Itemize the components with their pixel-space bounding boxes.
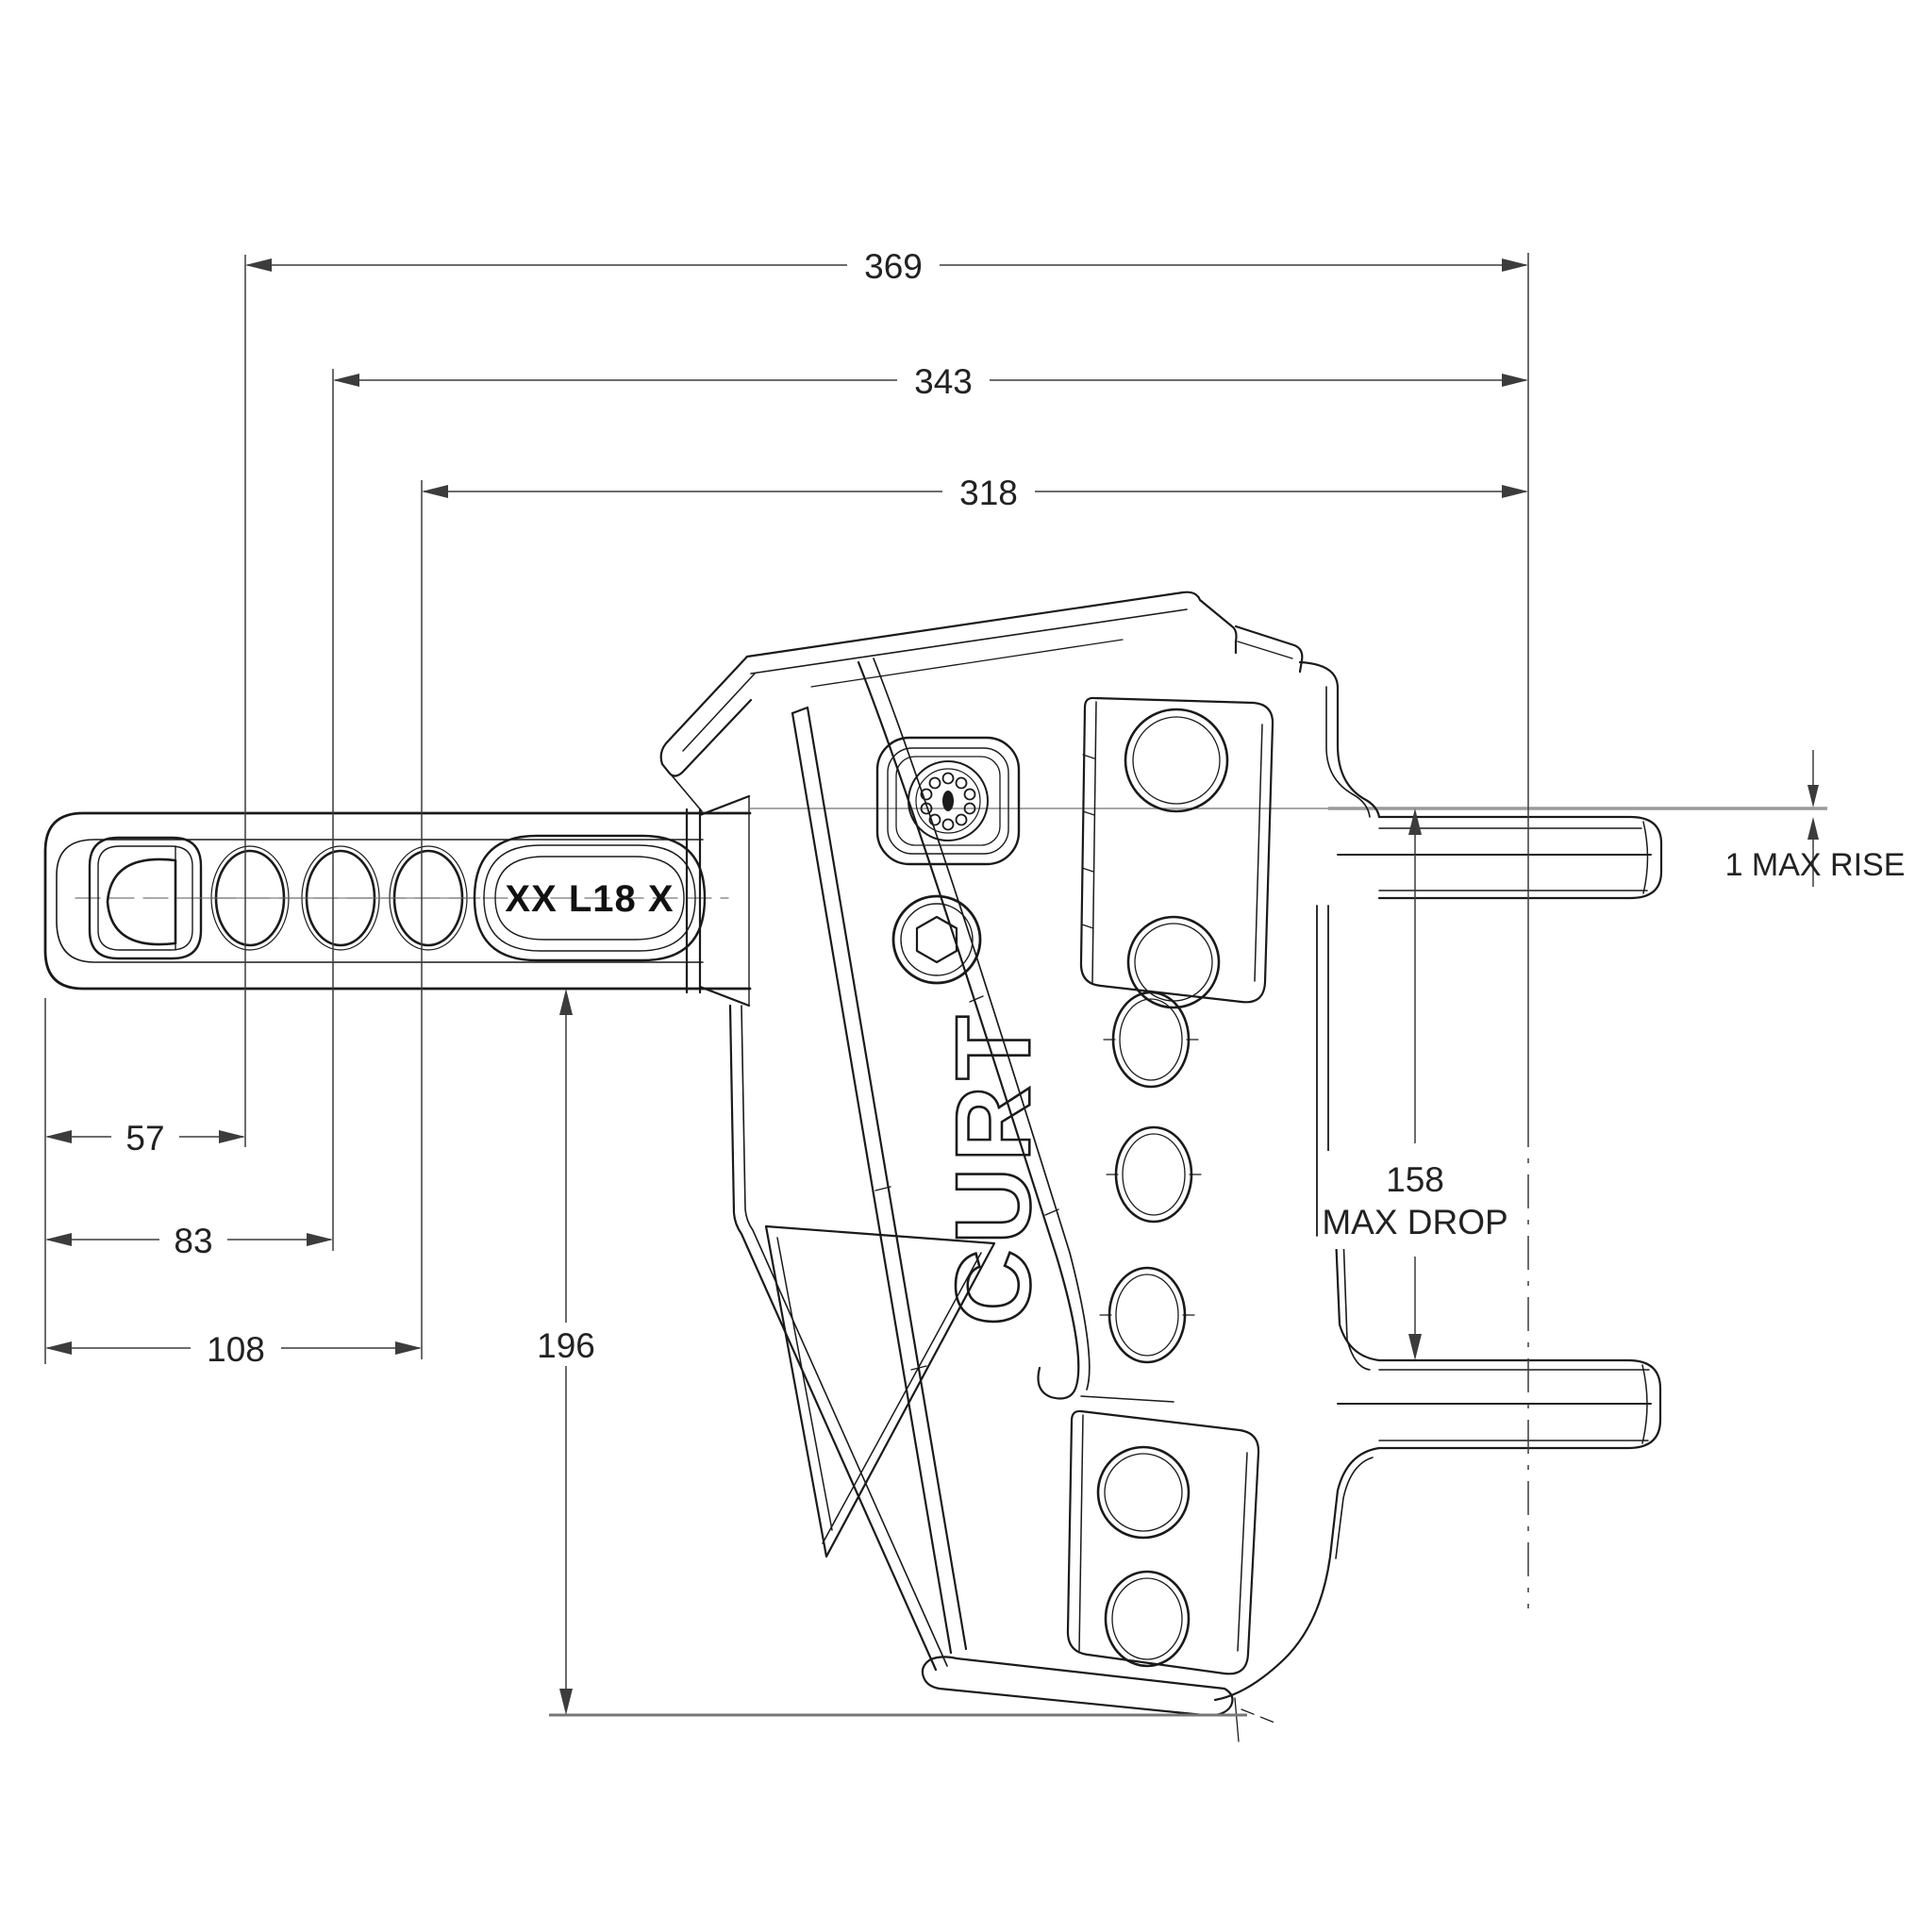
upper-serrated-bracket — [1079, 696, 1274, 1009]
dim-57: 57 — [45, 1115, 245, 1158]
head-lower-left-edge — [728, 1004, 948, 1672]
curt-logo: CURT — [935, 1009, 1053, 1325]
arrowhead-left-icon — [245, 258, 272, 272]
lower-ball-arm — [1337, 1358, 1662, 1450]
dial-center-mark — [942, 791, 954, 811]
d-slot-hole — [106, 858, 177, 946]
arrowhead-left-icon — [45, 1130, 72, 1143]
head-socket-collar — [685, 794, 751, 1008]
dim-57-text: 57 — [125, 1119, 164, 1158]
dim-108: 108 — [45, 1326, 422, 1370]
adjustment-dial — [875, 736, 1021, 866]
bracket-hole-bottom-1 — [1096, 1445, 1191, 1540]
dim-343: 343 — [333, 358, 1528, 402]
head-curved-blade — [857, 658, 1174, 1403]
dim-369: 369 — [245, 243, 1528, 287]
dim-318: 318 — [422, 470, 1528, 513]
head-middle-holes — [1099, 991, 1202, 1364]
dim-158-text: 158 — [1386, 1160, 1444, 1199]
hex-bolt — [891, 894, 982, 985]
arrowhead-right-icon — [219, 1130, 245, 1143]
head-bottom-plate — [921, 1656, 1280, 1742]
arrowhead-left-icon — [422, 485, 448, 498]
arrowhead-down-icon — [559, 1689, 573, 1715]
arrowhead-left-icon — [45, 1341, 72, 1355]
shank-inner-edges — [56, 839, 704, 963]
arrowhead-right-icon — [395, 1341, 422, 1355]
dim-196-text: 196 — [537, 1326, 595, 1365]
arrowhead-up-icon — [559, 989, 573, 1015]
max-drop-caption: MAX DROP — [1322, 1203, 1507, 1241]
hex-socket — [915, 915, 958, 964]
upper-ball-arm — [1337, 815, 1663, 900]
max-rise-text: 1 MAX RISE — [1725, 847, 1906, 883]
head-top-cap — [745, 591, 1304, 688]
dimension-layer: 369 343 318 57 — [44, 243, 1906, 1717]
shank-hole-1 — [197, 845, 303, 951]
arrowhead-right-icon — [1502, 485, 1528, 498]
dim-369-text: 369 — [864, 247, 923, 286]
head-window-triangle — [764, 1224, 996, 1558]
bracket-hole-bottom-2 — [1104, 1570, 1191, 1668]
dim-83-text: 83 — [174, 1222, 212, 1260]
dim-343-text: 343 — [914, 362, 973, 401]
arrowhead-up-icon — [1807, 817, 1819, 840]
arrowhead-down-icon — [1807, 785, 1819, 808]
shank-d-slot — [88, 836, 203, 960]
arrowhead-right-icon — [1502, 258, 1528, 272]
dim-158-max-drop: 158 MAX DROP — [1321, 808, 1509, 1360]
shank-stamp-text: XX L18 X — [505, 878, 674, 920]
dim-196: 196 — [517, 989, 615, 1715]
bracket-hole-top-1 — [1124, 708, 1229, 813]
arrowhead-right-icon — [1502, 374, 1528, 387]
head-back-hook — [659, 655, 756, 812]
lower-serrated-bracket — [1066, 1409, 1260, 1675]
dim-108-text: 108 — [207, 1330, 265, 1369]
arrowhead-up-icon — [1408, 808, 1422, 835]
dim-318-text: 318 — [959, 474, 1018, 512]
shank-hole-3 — [375, 845, 481, 951]
dim-83: 83 — [45, 1218, 333, 1261]
hitch-head — [659, 591, 1663, 1742]
arrowhead-left-icon — [45, 1233, 72, 1246]
shank — [43, 811, 752, 991]
bracket-hole-top-2 — [1126, 915, 1221, 1009]
shank-outline — [43, 811, 752, 991]
arrowhead-left-icon — [333, 374, 359, 387]
dim-1-max-rise: 1 MAX RISE — [1725, 750, 1906, 887]
arrowhead-right-icon — [307, 1233, 333, 1246]
arrowhead-down-icon — [1408, 1334, 1422, 1360]
dial-serration-dots — [920, 772, 976, 831]
